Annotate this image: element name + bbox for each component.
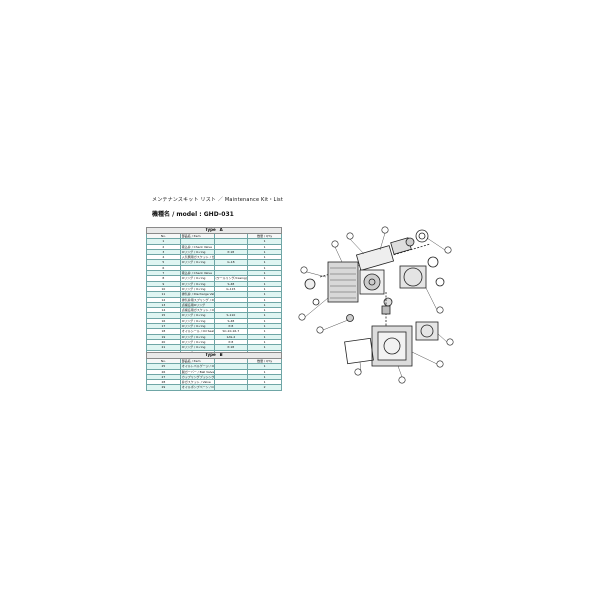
part-name: 吸込弁 / Check Valve [179,243,215,250]
part-qty: 1 [247,363,282,370]
part-qty: 1 [247,243,282,250]
model-line: 機種名 / model : GHD-031 [152,209,234,218]
part-qty: 2 [247,384,282,391]
part-qty: 1 [247,264,282,272]
part-qty: 1 [247,270,282,277]
part-qty: 1 [247,312,282,319]
part-qty: 1 [247,333,282,340]
part-name: オイルシール / Oil Seal [179,328,215,335]
part-name: 点検窓用ガスケット / Oil level glass [179,307,215,314]
part-spec [213,384,249,391]
part-qty: 1 [247,323,282,330]
part-qty: 1 [247,368,282,375]
part-no: 29 [146,384,181,391]
col-qty-header: 数量 / Q'ty [247,232,282,240]
part-spec: (ワールリング/Casing) [213,275,249,282]
part-name: 弁ガスケット / Valve [179,379,215,386]
part-qty: 1 [247,338,282,346]
col-qty-header: 数量 / Q'ty [247,357,282,365]
part-name: オイルポンプベーン / Oil pump vane [179,384,215,391]
part-name: オイルレベルゲージ / Oil Level gauge [179,363,215,370]
part-qty: 1 [247,379,282,386]
exploded-pump-diagram [298,226,454,384]
part-name: 入気側用ガスケット / ガスケット [179,254,215,261]
part-qty: 1 [247,296,282,303]
part-qty: 1 [247,328,282,335]
part-qty: 1 [247,373,282,381]
part-qty: 1 [247,301,282,309]
part-qty: 1 [247,238,282,245]
part-qty: 1 [247,285,282,293]
part-qty: 1 [247,317,282,325]
part-name: 排気弁用スプリング / Discharge Valve Spring [179,296,215,303]
part-qty: 1 [247,280,282,287]
part-qty: 1 [247,248,282,256]
part-name: カップリングブッシング / inside Coupling [179,373,215,381]
part-qty: 1 [247,254,282,261]
sheet-title: メンテナンスキット リスト ／ Maintenance Kit・List [152,197,284,203]
model-label: 機種名 / model [152,211,198,218]
part-qty: 1 [247,344,282,351]
model-value: : GHD-031 [199,211,234,218]
part-name: 吸込弁 / Check Valve [179,270,215,277]
part-name: 脱ガーバー / Ball Valve [179,368,215,375]
part-qty: 1 [247,259,282,266]
part-qty: 1 [247,291,282,298]
part-name: 排気弁 / Discharge Valve [179,291,215,298]
part-qty: 1 [247,307,282,314]
part-qty: 1 [247,275,282,282]
